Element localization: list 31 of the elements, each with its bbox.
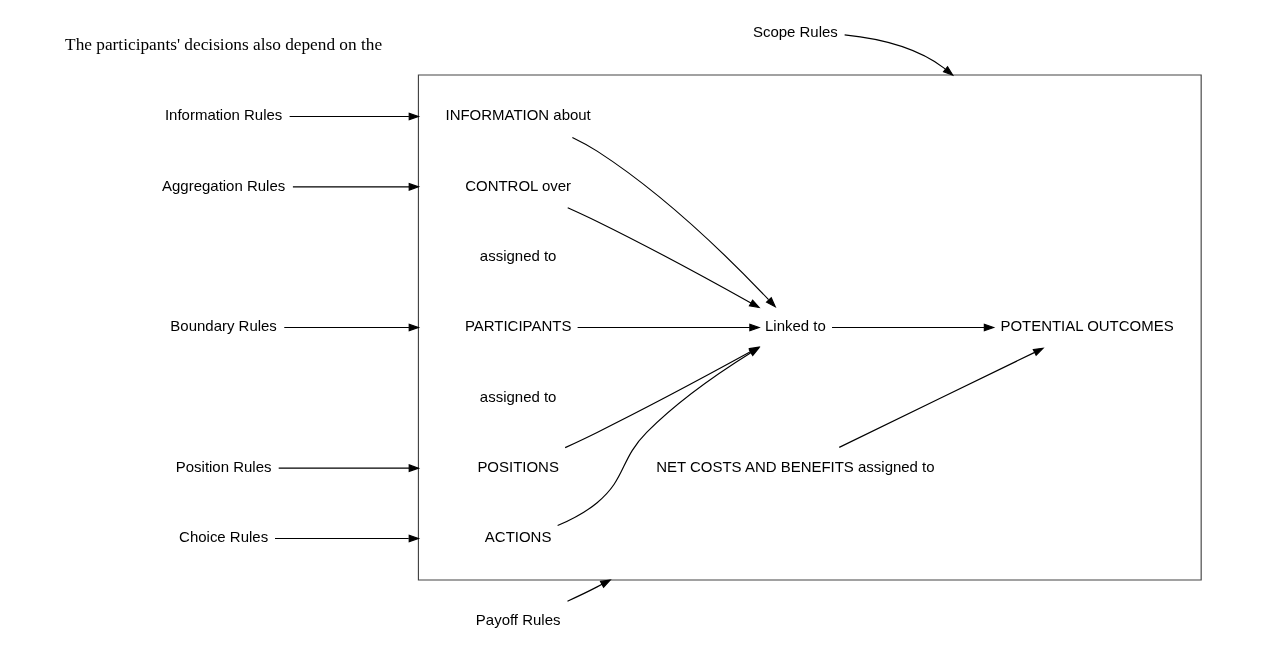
node-text: POSITIONS — [477, 458, 559, 476]
arrow — [577, 323, 761, 332]
node-text: assigned to — [479, 387, 557, 405]
node-text: Choice Rules — [179, 528, 269, 546]
node-text: Payoff Rules — [475, 611, 561, 629]
arrow — [844, 34, 955, 77]
label: The participants' decisions also depend on the — [65, 35, 383, 55]
node-text: ACTIONS — [484, 528, 552, 546]
arrow — [278, 464, 421, 473]
arrow — [289, 112, 421, 121]
node-text: CONTROL over — [465, 176, 572, 194]
arrow — [571, 136, 777, 308]
arrow — [831, 323, 996, 332]
node-text: Position Rules — [175, 458, 272, 476]
node-text: Scope Rules — [752, 23, 838, 41]
arrow — [283, 323, 421, 332]
arrow — [838, 347, 1045, 448]
node-text: PARTICIPANTS — [464, 317, 572, 335]
node-text: Information Rules — [164, 106, 283, 124]
node-text: Boundary Rules — [170, 317, 277, 335]
cluster — [417, 74, 1202, 581]
node-text: NET COSTS AND BENEFITS assigned to — [656, 458, 935, 476]
node-text: Linked to — [765, 317, 826, 335]
node-text: Aggregation Rules — [162, 176, 286, 194]
arrow — [274, 534, 421, 543]
node-text: INFORMATION about — [445, 106, 591, 124]
arrow — [567, 207, 761, 309]
arrow — [566, 579, 612, 602]
node-text: POTENTIAL OUTCOMES — [1000, 317, 1174, 335]
node-text: assigned to — [479, 247, 557, 265]
arrow — [292, 182, 421, 191]
